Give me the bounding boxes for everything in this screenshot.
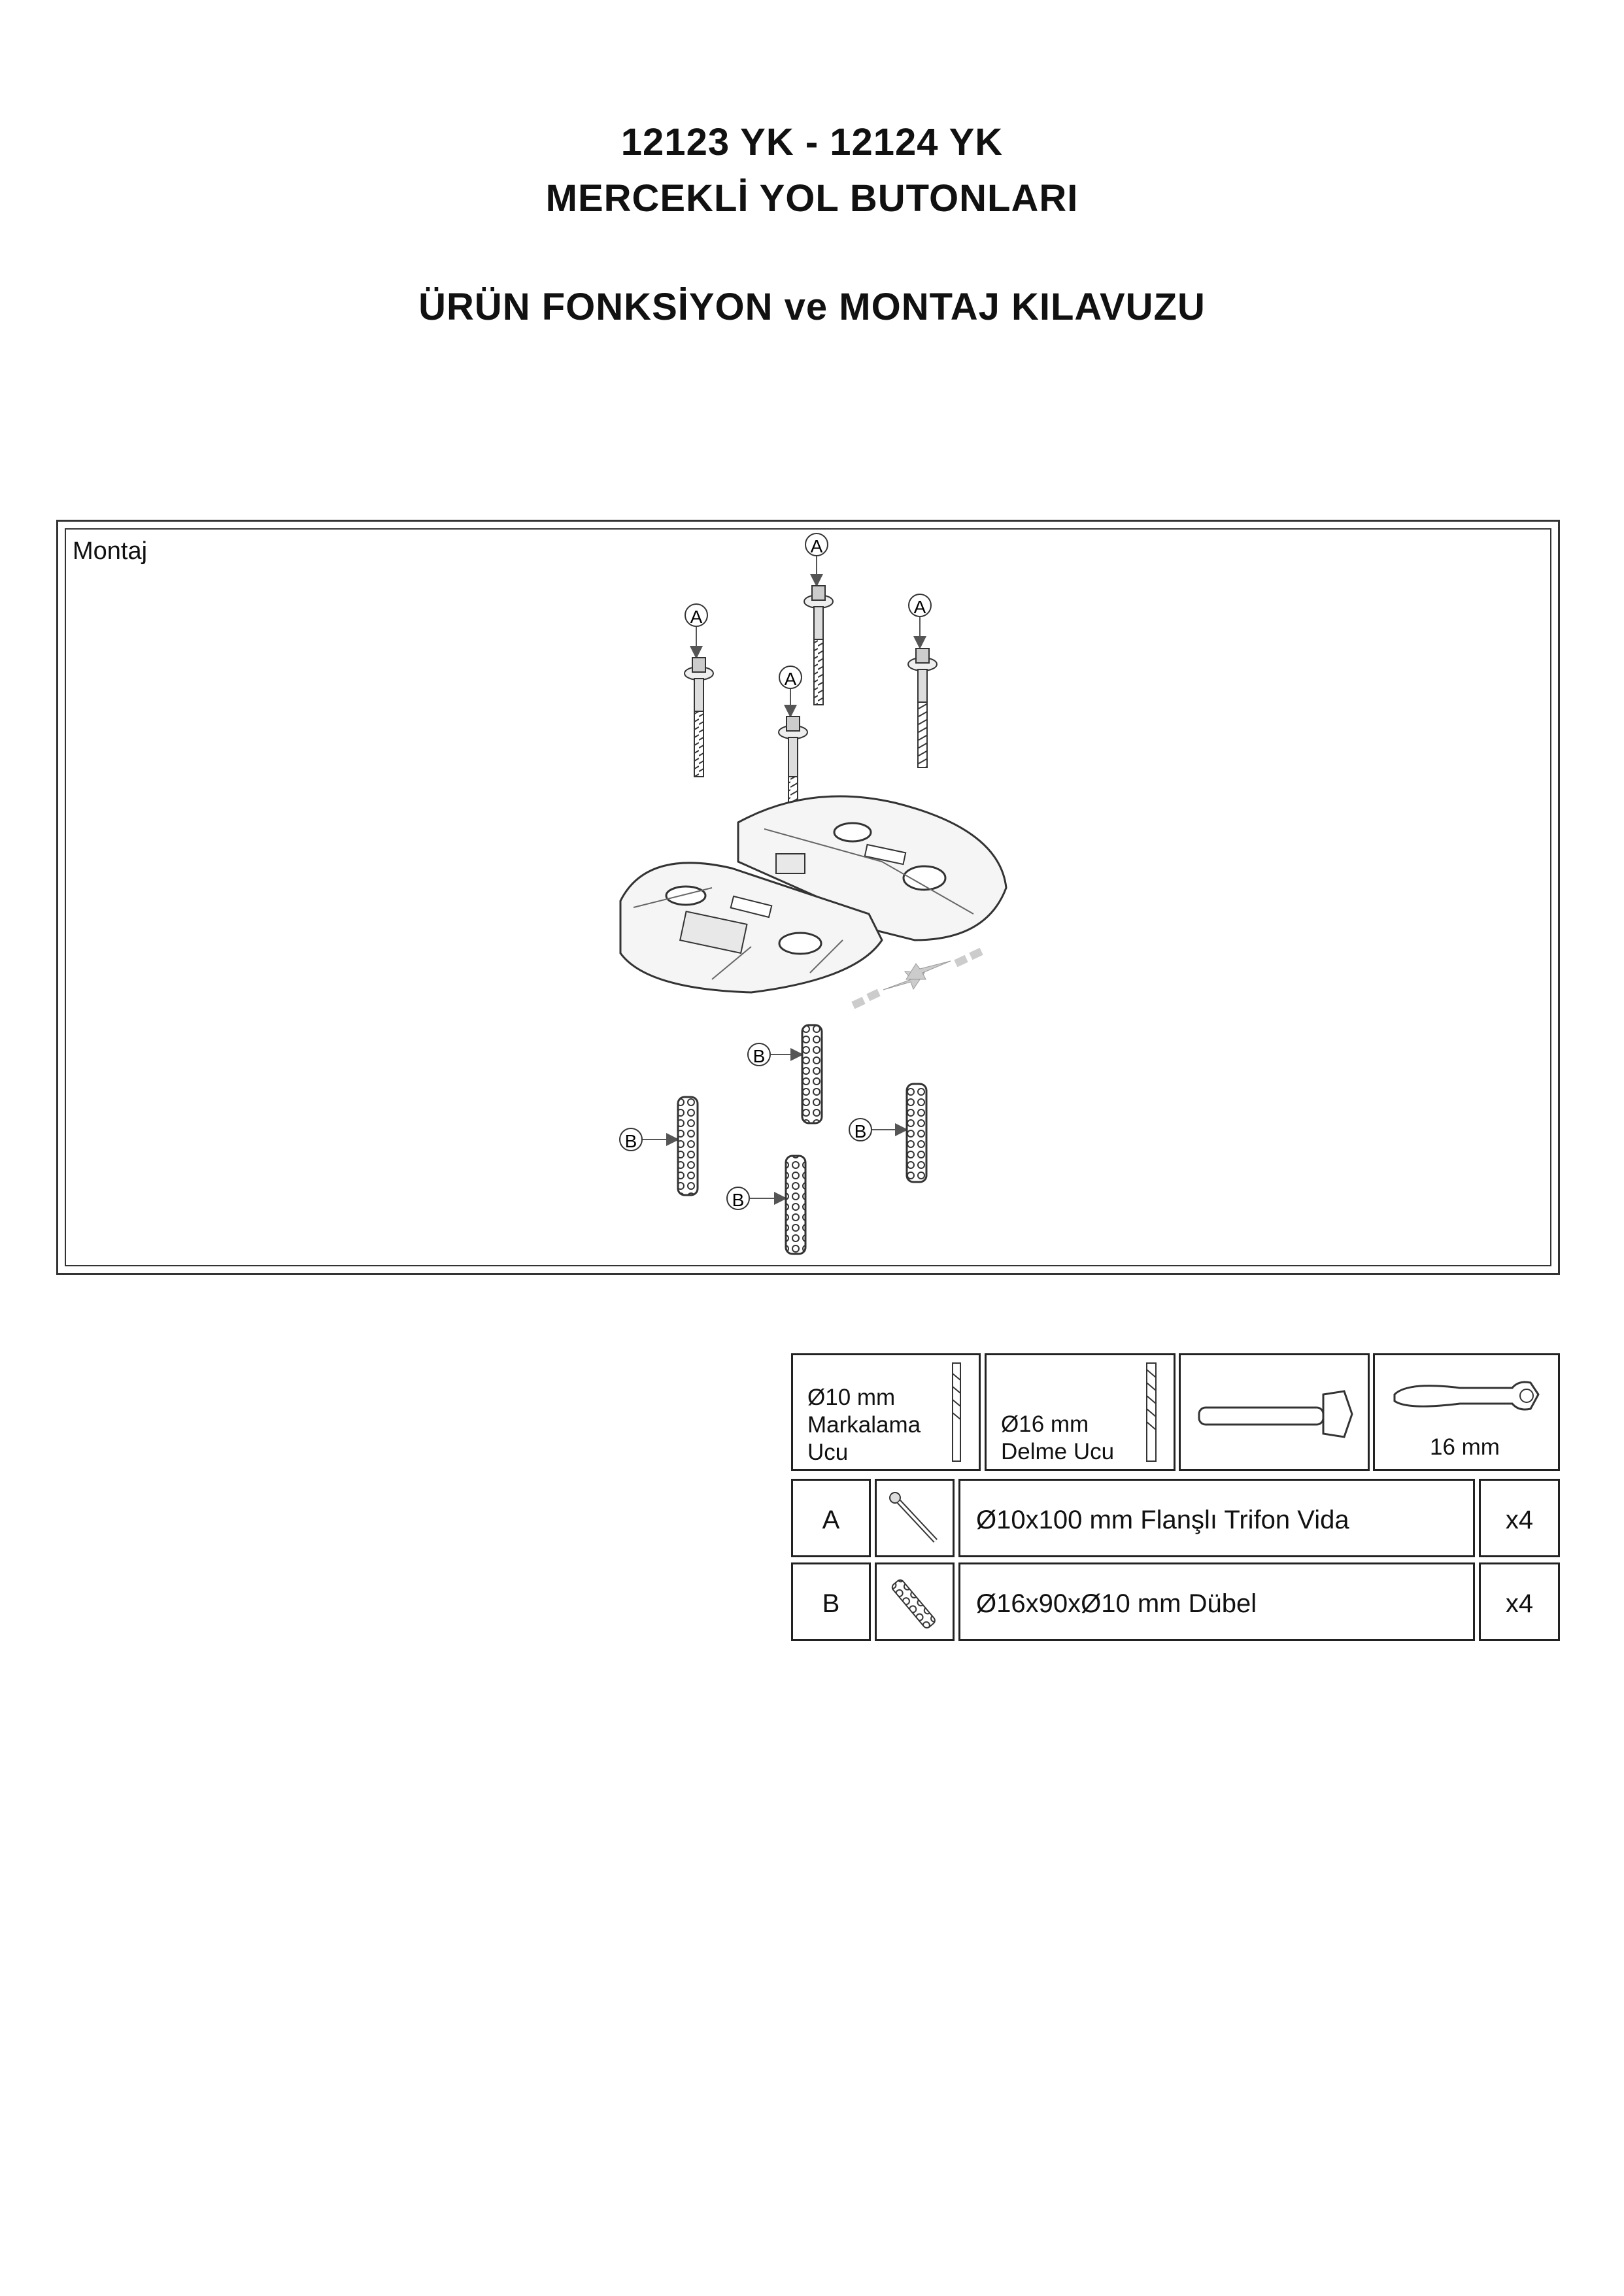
assembly-panel: Montaj A A <box>56 520 1560 1275</box>
part-description: Ø16x90xØ10 mm Dübel <box>976 1589 1257 1618</box>
marking-bit-name: Markalama <box>807 1412 921 1438</box>
callout-a: A <box>785 669 797 689</box>
tool-hammer <box>1179 1353 1370 1471</box>
part-icon-cell <box>875 1479 955 1557</box>
part-description-cell: Ø10x100 mm Flanşlı Trifon Vida <box>958 1479 1475 1557</box>
wrench-size: 16 mm <box>1430 1434 1500 1460</box>
assembly-diagram: A A A A <box>619 533 1007 1255</box>
anchor-icon <box>891 1579 936 1629</box>
drill-bit-size: Ø16 mm <box>1001 1411 1089 1437</box>
callout-a: A <box>690 607 703 627</box>
callout-a: A <box>811 536 823 556</box>
screw-icon: A <box>907 594 938 768</box>
part-qty: x4 <box>1505 1589 1534 1618</box>
anchor-icon: B <box>726 1155 807 1255</box>
callout-b: B <box>732 1190 745 1210</box>
part-qty-cell: x4 <box>1479 1562 1560 1641</box>
screw-icon: A <box>684 603 714 777</box>
document-header: 12123 YK - 12124 YK MERCEKLİ YOL BUTONLA… <box>0 114 1624 335</box>
callout-b: B <box>854 1121 867 1141</box>
assembly-label: Montaj <box>73 537 148 565</box>
road-button-front-half <box>619 862 883 994</box>
tool-wrench: 16 mm <box>1373 1353 1560 1471</box>
callout-b: B <box>753 1046 766 1066</box>
anchor-icon: B <box>619 1096 699 1196</box>
screw-icon: A <box>804 533 834 705</box>
part-icon-cell <box>875 1562 955 1641</box>
part-description-cell: Ø16x90xØ10 mm Dübel <box>958 1562 1475 1641</box>
part-code: A <box>822 1506 840 1534</box>
anchor-icon: B <box>849 1083 928 1183</box>
part-code-cell: A <box>791 1479 871 1557</box>
assembly-arrow-icon <box>905 947 983 980</box>
tool-marking-bit: Ø10 mm Markalama Ucu <box>791 1353 981 1471</box>
wrench-icon <box>1393 1381 1540 1411</box>
center-connector <box>775 853 805 874</box>
product-codes: 12123 YK - 12124 YK <box>620 121 1004 163</box>
part-code: B <box>822 1589 840 1618</box>
part-description: Ø10x100 mm Flanşlı Trifon Vida <box>976 1506 1349 1534</box>
drill-bit-icon <box>952 1362 961 1462</box>
product-name: MERCEKLİ YOL BUTONLARI <box>545 177 1079 220</box>
callout-a: A <box>914 597 926 617</box>
part-code-cell: B <box>791 1562 871 1641</box>
drill-bit-icon <box>1146 1362 1157 1462</box>
part-qty-cell: x4 <box>1479 1479 1560 1557</box>
callout-b: B <box>625 1131 637 1151</box>
part-qty: x4 <box>1505 1506 1534 1534</box>
drill-bit-name: Delme Ucu <box>1001 1439 1115 1464</box>
marking-bit-name-2: Ucu <box>807 1440 849 1465</box>
tool-drill-bit: Ø16 mm Delme Ucu <box>985 1353 1176 1471</box>
marking-bit-size: Ø10 mm <box>807 1385 896 1410</box>
anchor-icon: B <box>747 1024 823 1124</box>
road-button-rear-half <box>737 795 1007 941</box>
assembly-panel-inner <box>65 528 1551 1266</box>
screw-icon <box>889 1492 938 1543</box>
hammer-icon <box>1198 1390 1353 1438</box>
document-subtitle: ÜRÜN FONKSİYON ve MONTAJ KILAVUZU <box>418 286 1206 328</box>
